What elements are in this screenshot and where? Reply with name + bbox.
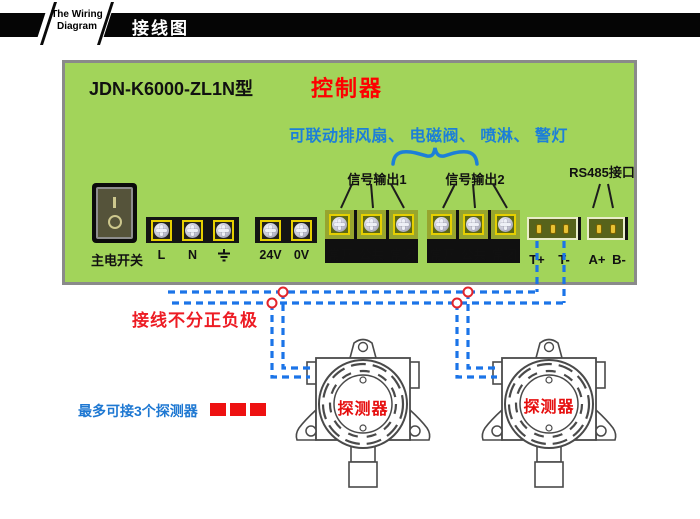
screw-icon (396, 217, 411, 232)
rocker-switch (96, 187, 133, 239)
screw-icon (294, 222, 309, 238)
relay1-nc-label: 常闭 (389, 248, 415, 262)
screw-icon (263, 222, 278, 238)
rs485-port-label: RS485接口 (569, 165, 635, 180)
terminal-screw (255, 217, 286, 243)
screw-icon (216, 222, 231, 238)
screw-icon (154, 222, 169, 238)
signal-output1-label: 信号输出1 (347, 172, 407, 187)
mains-terminal-block: L N (146, 217, 239, 263)
detector-count-square (210, 403, 226, 416)
relay1-no-label: 常开 (327, 248, 353, 262)
relay2-com-label: 公共 (460, 248, 486, 262)
terminal-screw (427, 210, 456, 239)
wire-junctions (266, 286, 474, 309)
pin-icon (609, 223, 616, 234)
pin-icon (549, 223, 556, 234)
controller-model: JDN-K6000-ZL1N型 (89, 79, 254, 99)
switch-off-mark-icon (107, 215, 122, 230)
screw-icon (185, 222, 200, 238)
terminal-screw (491, 210, 520, 239)
linkage-note: 可联动排风扇、 电磁阀、 喷淋、 警灯 (289, 128, 568, 145)
relay1-terminal-block: 常开 公共 常闭 (325, 210, 418, 263)
header-bar (0, 13, 700, 37)
signal-output2-label: 信号输出2 (445, 172, 505, 187)
brand-text: The Wiring Diagram (50, 9, 104, 33)
main-power-switch-label: 主电开关 (90, 253, 143, 268)
page-title: 接线图 (132, 19, 189, 38)
terminal-label-0v: 0V (293, 248, 310, 262)
brand-line1: The Wiring (51, 9, 103, 20)
detector-1-label: 探测器 (337, 401, 389, 418)
terminal-label-24v: 24V (259, 248, 282, 262)
terminal-label-b-minus: B- (612, 252, 626, 267)
junction-node (462, 286, 474, 298)
terminal-screw (325, 210, 354, 239)
earth-ground-icon (208, 248, 239, 263)
dc-terminal-block: 24V 0V (255, 217, 317, 262)
terminal-screw (208, 217, 239, 243)
terminal-screw (177, 217, 208, 243)
terminal-screw (146, 217, 177, 243)
pin-icon (536, 223, 543, 234)
terminal-label-l: L (157, 248, 166, 262)
terminal-screw (357, 210, 386, 239)
detector-count-square (230, 403, 246, 416)
connector-divider (578, 217, 581, 240)
pin-icon (596, 223, 603, 234)
relay2-terminal-block: 常开 公共 常闭 (427, 210, 520, 263)
detector-2-label: 探测器 (523, 399, 575, 416)
brand-line2: Diagram (56, 21, 97, 32)
terminal-screw (389, 210, 418, 239)
polarity-note: 接线不分正负极 (132, 311, 258, 330)
screw-icon (434, 217, 449, 232)
pin-icon (562, 223, 569, 234)
junction-node (266, 297, 278, 309)
junction-node (451, 297, 463, 309)
terminal-screw (459, 210, 488, 239)
rs485-connector (587, 217, 625, 240)
main-power-switch (92, 183, 137, 243)
terminal-label-t-minus: T- (558, 252, 570, 267)
junction-node (277, 286, 289, 298)
screw-icon (498, 217, 513, 232)
controller-panel: JDN-K6000-ZL1N型 控制器 可联动排风扇、 电磁阀、 喷淋、 警灯 … (62, 60, 637, 285)
max-detectors-note: 最多可接3个探测器 (78, 403, 198, 419)
switch-on-mark-icon (113, 196, 116, 208)
screw-icon (466, 217, 481, 232)
screw-icon (332, 217, 347, 232)
screw-icon (364, 217, 379, 232)
terminal-label-a-plus: A+ (588, 252, 606, 267)
controller-title: 控制器 (311, 76, 384, 101)
relay2-no-label: 常开 (429, 248, 455, 262)
detector-count-square (250, 403, 266, 416)
relay1-com-label: 公共 (358, 248, 384, 262)
terminal-label-n: N (187, 248, 198, 262)
bus-connector (527, 217, 578, 240)
connector-divider (625, 217, 628, 240)
terminal-label-t-plus: T+ (529, 252, 545, 267)
terminal-screw (286, 217, 317, 243)
relay2-nc-label: 常闭 (491, 248, 517, 262)
